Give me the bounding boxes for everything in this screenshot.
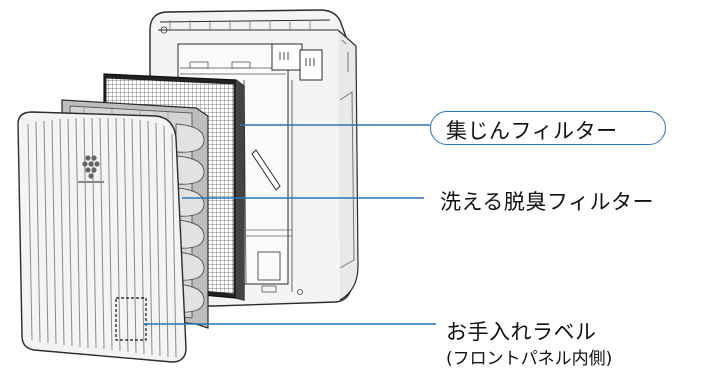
care-label-outline: [115, 297, 147, 341]
dust-filter-label: 集じんフィルター: [446, 119, 618, 143]
leader-lines: [144, 124, 436, 325]
care-label-note: (フロントパネル内側): [446, 349, 613, 369]
care-label-label: お手入れラベル: [446, 320, 597, 344]
dust-filter-label-pill: [430, 111, 666, 145]
front-panel: [17, 111, 187, 363]
sharp-cluster-logo-icon: [78, 155, 104, 183]
deodorize-filter-label: 洗える脱臭フィルター: [440, 190, 654, 214]
